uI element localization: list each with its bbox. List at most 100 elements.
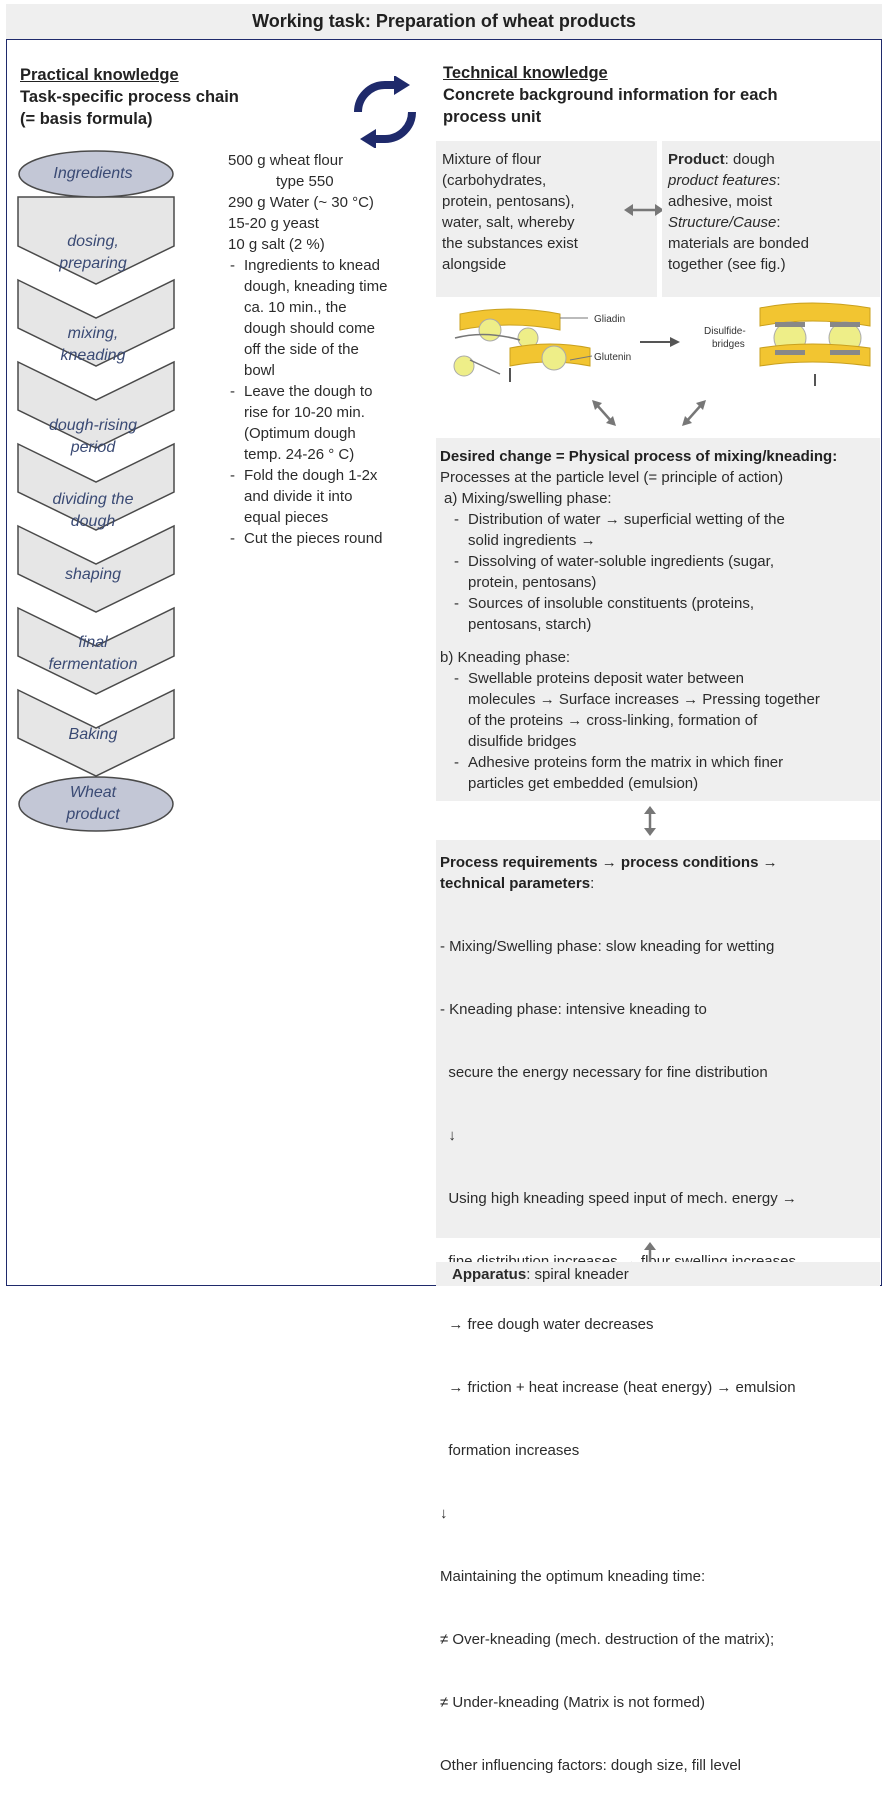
req-line-2: - Kneading phase: intensive kneading to: [440, 1001, 707, 1018]
mixture-line-6: alongside: [442, 256, 507, 273]
recipe-step-cut: Cut the pieces round: [228, 528, 428, 549]
phase-a-list: Distribution of water → superficial wett…: [440, 509, 876, 635]
recipe-step-knead-l5: off the side of the: [244, 341, 359, 358]
req-line-13: ≠ Under-kneading (Matrix is not formed): [440, 1694, 705, 1711]
diagonal-double-arrow-left: [592, 400, 616, 426]
phase-a-label: a) Mixing/swelling phase:: [444, 490, 612, 507]
final-fermentation-label-1: final: [78, 634, 108, 651]
desired-change-intro: Processes at the particle level (= princ…: [440, 469, 784, 486]
chevron-shaping: [17, 524, 175, 613]
gliadin-glutenin-illustration: [453, 308, 593, 382]
product-value: : dough: [724, 151, 775, 168]
chevron-mixing: [17, 278, 175, 367]
process-unit-heading: process unit: [443, 108, 542, 126]
dough-rising-label-1: dough-rising: [48, 417, 138, 434]
structure-colon: :: [776, 214, 781, 231]
dividing-label: dividing the dough: [18, 489, 168, 533]
phase-a-item-2-l2: protein, pentosans): [468, 574, 597, 591]
recipe-step-rise: Leave the dough to rise for 10-20 min. (…: [228, 381, 428, 465]
mixture-line-2: (carbohydrates,: [442, 172, 547, 189]
apparatus-box: Apparatus: spiral kneader: [436, 1262, 880, 1286]
final-fermentation-label-2: fermentation: [48, 656, 138, 673]
phase-b-list: Swellable proteins deposit water between…: [440, 668, 876, 794]
right-arrow-icon: [640, 337, 680, 347]
background-info-heading: Concrete background information for each: [443, 86, 778, 104]
recipe-list: 500 g wheat flour type 550 290 g Water (…: [228, 150, 428, 549]
requirements-heading-colon: :: [590, 875, 595, 892]
glutenin-label: Glutenin: [594, 352, 631, 363]
structure-line-1: materials are bonded: [668, 235, 809, 252]
chevron-dough-rising: [17, 360, 175, 449]
final-fermentation-label: final fermentation: [18, 632, 168, 676]
phase-b-item-1-l3: of the proteins → cross-linking, formati…: [468, 712, 758, 729]
phase-a-item-1-l1: Distribution of water → superficial wett…: [468, 511, 785, 528]
req-line-9: formation increases: [440, 1442, 580, 1459]
dividing-label-2: dough: [70, 513, 116, 530]
req-line-8: → friction + heat increase (heat energy)…: [440, 1379, 796, 1396]
product-label: Product: [668, 151, 725, 168]
phase-b-item-2: Adhesive proteins form the matrix in whi…: [452, 752, 876, 794]
phase-a-item-1: Distribution of water → superficial wett…: [452, 509, 876, 551]
req-line-3: secure the energy necessary for fine dis…: [440, 1064, 768, 1081]
product-features-label: product features: [668, 172, 777, 189]
dividing-label-1: dividing the: [52, 491, 134, 508]
product-features-value: adhesive, moist: [668, 193, 773, 210]
diagonal-double-arrow-right: [682, 400, 706, 426]
recipe-step-fold-l2: and divide it into: [244, 488, 353, 505]
basis-formula-heading: (= basis formula): [20, 110, 153, 128]
disulfide-bridges-illustration: [759, 302, 871, 386]
recipe-step-rise-l2: rise for 10-20 min.: [244, 404, 365, 421]
phase-a-item-1-l2: solid ingredients →: [468, 532, 596, 549]
chevron-final-fermentation: [17, 606, 175, 695]
dosing-label: dosing, preparing: [18, 231, 168, 275]
desired-change-box: Desired change = Physical process of mix…: [436, 438, 880, 801]
phase-b-item-1-l4: disulfide bridges: [468, 733, 577, 750]
mixture-line-5: the substances exist: [442, 235, 578, 252]
recipe-yeast: 15-20 g yeast: [228, 215, 319, 232]
chevron-dosing: [17, 196, 175, 285]
req-line-7: → free dough water decreases: [440, 1316, 654, 1333]
phase-b-item-2-l2: particles get embedded (emulsion): [468, 775, 699, 792]
structure-line-2: together (see fig.): [668, 256, 786, 273]
ingredients-oval: [18, 150, 174, 198]
recipe-step-knead: Ingredients to knead dough, kneading tim…: [228, 255, 428, 381]
wheat-product-label-1: Wheat: [69, 784, 117, 801]
phase-a-item-3-l1: Sources of insoluble constituents (prote…: [468, 595, 754, 612]
phase-a-item-2-l1: Dissolving of water-soluble ingredients …: [468, 553, 774, 570]
structure-label: Structure/Cause: [668, 214, 777, 231]
product-features-colon: :: [776, 172, 781, 189]
recipe-step-rise-l1: Leave the dough to: [244, 383, 373, 400]
mixture-line-1: Mixture of flour: [442, 151, 542, 168]
phase-a-item-3: Sources of insoluble constituents (prote…: [452, 593, 876, 635]
mixture-box: Mixture of flour (carbohydrates, protein…: [436, 141, 657, 297]
requirements-heading-2: technical parameters: [440, 875, 591, 892]
apparatus-value: : spiral kneader: [526, 1266, 629, 1283]
requirements-lines: - Mixing/Swelling phase: slow kneading f…: [440, 894, 876, 1818]
left-header: Practical knowledge Task-specific proces…: [20, 64, 300, 130]
mixing-label: mixing, kneading: [18, 323, 168, 367]
req-line-4: ↓: [440, 1127, 456, 1144]
req-line-10: ↓: [440, 1505, 448, 1522]
recipe-step-knead-l2: dough, kneading time: [244, 278, 388, 295]
requirements-heading-1: Process requirements → process condition…: [440, 854, 778, 871]
req-line-14: Other influencing factors: dough size, f…: [440, 1757, 741, 1774]
req-line-5: Using high kneading speed input of mech.…: [440, 1190, 797, 1207]
technical-knowledge-heading: Technical knowledge: [443, 64, 608, 82]
dough-rising-label: dough-rising period: [18, 415, 168, 459]
recipe-flour: 500 g wheat flour: [228, 152, 344, 169]
chevron-baking: [17, 688, 175, 777]
phase-b-item-1: Swellable proteins deposit water between…: [452, 668, 876, 752]
recipe-step-fold-l3: equal pieces: [244, 509, 329, 526]
recipe-flour-type: type 550: [276, 173, 334, 190]
wheat-product-label: Wheat product: [18, 782, 168, 826]
process-chain-heading: Task-specific process chain: [20, 88, 239, 106]
mixing-label-1: mixing,: [67, 325, 119, 342]
chevron-dividing: [17, 442, 175, 531]
recipe-step-rise-l3: (Optimum dough: [244, 425, 356, 442]
recipe-step-fold-l1: Fold the dough 1-2x: [244, 467, 378, 484]
requirements-box: Process requirements → process condition…: [436, 840, 880, 1774]
recipe-step-rise-l4: temp. 24-26 ° C): [244, 446, 355, 463]
apparatus-label: Apparatus: [452, 1266, 527, 1283]
dough-rising-label-2: period: [70, 439, 116, 456]
process-chain-diagram: [17, 150, 175, 832]
